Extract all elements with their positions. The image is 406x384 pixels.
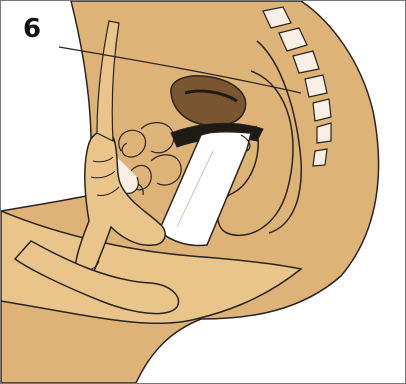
step-number: 6 [23, 15, 41, 43]
